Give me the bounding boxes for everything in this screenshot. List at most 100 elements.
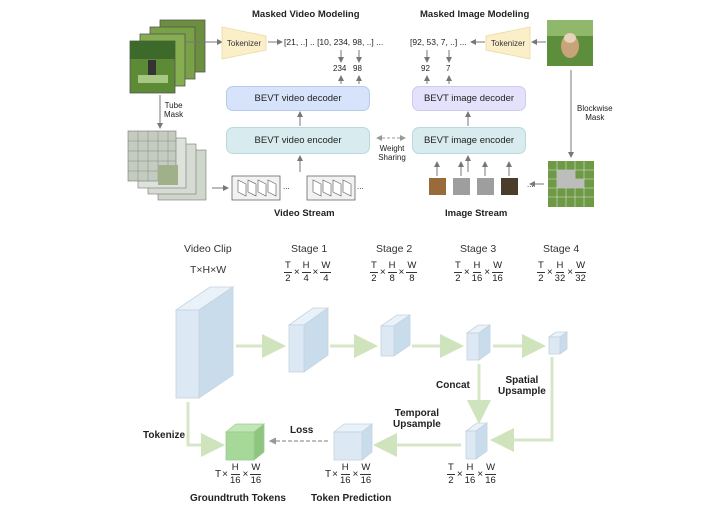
- stage4-h-den: 32: [554, 272, 566, 284]
- stage2-t-num: T: [370, 260, 378, 273]
- stage3-w-den: 16: [492, 272, 503, 284]
- groundtruth-caption: Groundtruth Tokens: [190, 493, 286, 504]
- stage4-label: Stage 4: [543, 243, 580, 255]
- video-clip-dims: T×H×W: [190, 264, 227, 276]
- stage1-h-den: 4: [303, 272, 309, 284]
- upsample-cuboid: [464, 422, 489, 460]
- video-clip-cuboid: [174, 286, 235, 399]
- up-t-num: T: [447, 462, 455, 475]
- weight-sharing-label: Weight Sharing: [377, 144, 407, 162]
- pred-h-den: 16: [339, 474, 351, 486]
- gt-h-den: 16: [229, 474, 241, 486]
- video-ellipsis: ...: [283, 182, 290, 191]
- stage1-label: Stage 1: [291, 243, 328, 255]
- stage2-cuboid: [379, 314, 412, 357]
- up-w-den: 16: [485, 474, 496, 486]
- stage2-h-num: H: [387, 260, 397, 273]
- times-sign: ×: [242, 468, 249, 480]
- up-h-num: H: [465, 462, 475, 475]
- dog-image: [547, 20, 593, 66]
- video-token-b: 98: [353, 64, 362, 73]
- pred-h-num: H: [340, 462, 350, 475]
- stage4-h-num: H: [555, 260, 565, 273]
- stage1-t-den: 2: [285, 272, 291, 284]
- video-frames-stack: [129, 19, 206, 94]
- stage1-cuboid: [287, 307, 330, 373]
- masked-video-title: Masked Video Modeling: [252, 9, 360, 20]
- stage3-h-den: 16: [471, 272, 483, 284]
- times-sign: ×: [463, 266, 470, 278]
- pred-w-den: 16: [360, 474, 372, 486]
- gt-w-num: W: [250, 462, 262, 475]
- spatial-upsample-line2: Upsample: [498, 386, 546, 397]
- stage2-label: Stage 2: [376, 243, 413, 255]
- stage1-w-den: 4: [323, 272, 329, 284]
- stage1-w-num: W: [320, 260, 332, 273]
- temporal-upsample-label: Temporal Upsample: [393, 408, 441, 430]
- stage3-t-num: T: [454, 260, 462, 273]
- spatial-upsample-label: Spatial Upsample: [498, 375, 546, 397]
- tube-mask-line1: Tube: [164, 101, 183, 110]
- stage3-label: Stage 3: [460, 243, 497, 255]
- times-sign: ×: [484, 266, 491, 278]
- stage4-w-den: 32: [575, 272, 586, 284]
- gt-h-num: H: [230, 462, 240, 475]
- masked-image-grid: [548, 161, 594, 207]
- up-t-den: 2: [448, 474, 454, 486]
- times-sign: ×: [293, 266, 300, 278]
- loss-label: Loss: [290, 425, 314, 436]
- up-w-num: W: [485, 462, 497, 475]
- image-ellipsis: ...: [527, 180, 534, 189]
- image-stream-tokens: [429, 178, 518, 195]
- stage3-cuboid: [465, 324, 492, 361]
- gt-t: T: [215, 468, 222, 480]
- up-h-den: 16: [464, 474, 476, 486]
- times-sign: ×: [332, 468, 338, 480]
- blockwise-mask-line1: Blockwise: [577, 104, 613, 113]
- times-sign: ×: [477, 468, 484, 480]
- bevt-image-encoder: BEVT image encoder: [412, 127, 526, 154]
- pred-w-num: W: [360, 462, 372, 475]
- tokenize-label: Tokenize: [143, 430, 186, 441]
- pred-t: T: [325, 468, 332, 480]
- temporal-upsample-line2: Upsample: [393, 419, 441, 430]
- gt-w-den: 16: [250, 474, 262, 486]
- times-sign: ×: [456, 468, 463, 480]
- stage2-w-num: W: [406, 260, 418, 273]
- times-sign: ×: [379, 266, 386, 278]
- image-token-a: 92: [421, 64, 430, 73]
- tokenizer-image-label: Tokenizer: [490, 38, 526, 48]
- stage3-w-num: W: [492, 260, 504, 273]
- token-prediction-cuboid: [332, 423, 374, 461]
- blockwise-mask-line2: Mask: [585, 113, 605, 122]
- stage3-t-den: 2: [455, 272, 461, 284]
- stage1-h-num: H: [301, 260, 311, 273]
- concat-label: Concat: [436, 380, 470, 391]
- stage4-w-num: W: [575, 260, 587, 273]
- times-sign: ×: [352, 468, 359, 480]
- image-token-sequence: [92, 53, 7, ..] ...: [410, 37, 467, 47]
- bevt-video-decoder: BEVT video decoder: [226, 86, 370, 111]
- stage2-h-den: 8: [389, 272, 395, 284]
- stage4-cuboid: [547, 331, 569, 355]
- stage2-w-den: 8: [409, 272, 415, 284]
- stage3-h-num: H: [472, 260, 482, 273]
- prediction-caption: Token Prediction: [311, 493, 392, 504]
- weight-sharing-line2: Sharing: [378, 153, 406, 162]
- image-token-b: 7: [446, 64, 451, 73]
- times-sign: ×: [567, 266, 574, 278]
- stage4-t-num: T: [537, 260, 545, 273]
- times-sign: ×: [398, 266, 405, 278]
- video-ellipsis-2: ...: [357, 182, 364, 191]
- tokenizer-video-shape: [221, 26, 267, 60]
- masked-video-grid: [127, 130, 207, 201]
- blockwise-mask-label: Blockwise Mask: [577, 104, 613, 122]
- video-clip-label: Video Clip: [184, 243, 232, 255]
- times-sign: ×: [312, 266, 319, 278]
